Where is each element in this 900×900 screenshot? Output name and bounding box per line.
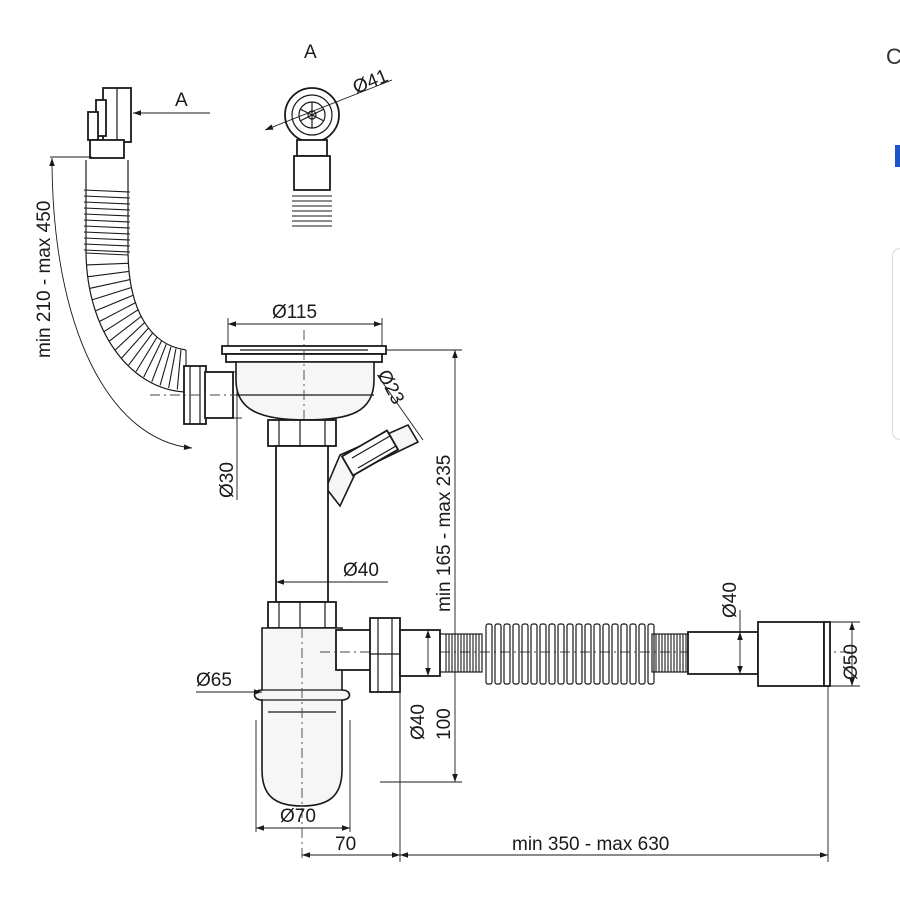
dim-d50: Ø50 [841, 644, 862, 680]
view-a-arrow: A [133, 90, 210, 116]
outlet-corrugated-hose [439, 623, 689, 685]
d30-dimension: Ø30 [217, 371, 242, 500]
dim-d115: Ø115 [272, 302, 317, 323]
dim-d23: Ø23 [373, 366, 408, 408]
clipped-side-card [892, 248, 900, 440]
outlet-d40-siphon: Ø40 100 [408, 630, 455, 740]
dim-d65: Ø65 [196, 670, 232, 691]
overflow-head [87, 87, 132, 159]
dim-100: 100 [434, 708, 455, 740]
bottom-dimensions: Ø70 70 min 350 - max 630 [255, 670, 829, 862]
outlet-nut [369, 617, 441, 693]
hose-length-dimension: min 210 - max 450 [34, 156, 193, 451]
view-label-top: A [304, 42, 317, 63]
outlet-end-fitting: Ø40 Ø50 [687, 582, 862, 687]
vertical-pipe: Ø40 [267, 419, 388, 629]
view-a-detail: A Ø41 [264, 42, 393, 227]
overflow-hose [83, 160, 187, 393]
sink-strainer: Ø115 [221, 302, 387, 630]
dim-hose-length: min 210 - max 450 [34, 201, 55, 358]
bottle-trap [253, 627, 860, 860]
dim-d30: Ø30 [217, 462, 238, 498]
dim-outlet-length: min 350 - max 630 [512, 834, 669, 855]
dim-d40-siphon: Ø40 [408, 704, 429, 740]
overflow-nut [150, 365, 300, 425]
dim-height: min 165 - max 235 [434, 455, 455, 612]
view-label-arrow: A [175, 90, 188, 111]
dim-d40-pipe: Ø40 [343, 560, 379, 581]
dim-d41: Ø41 [350, 66, 391, 99]
dim-d40-outlet: Ø40 [720, 582, 741, 618]
d65-dimension: Ø65 [196, 670, 262, 695]
height-dimension: min 165 - max 235 [380, 349, 462, 783]
clipped-page-text: C [886, 44, 900, 69]
clipped-link-mark[interactable] [895, 145, 900, 167]
dim-d70: Ø70 [280, 806, 316, 827]
dim-70: 70 [335, 834, 356, 855]
